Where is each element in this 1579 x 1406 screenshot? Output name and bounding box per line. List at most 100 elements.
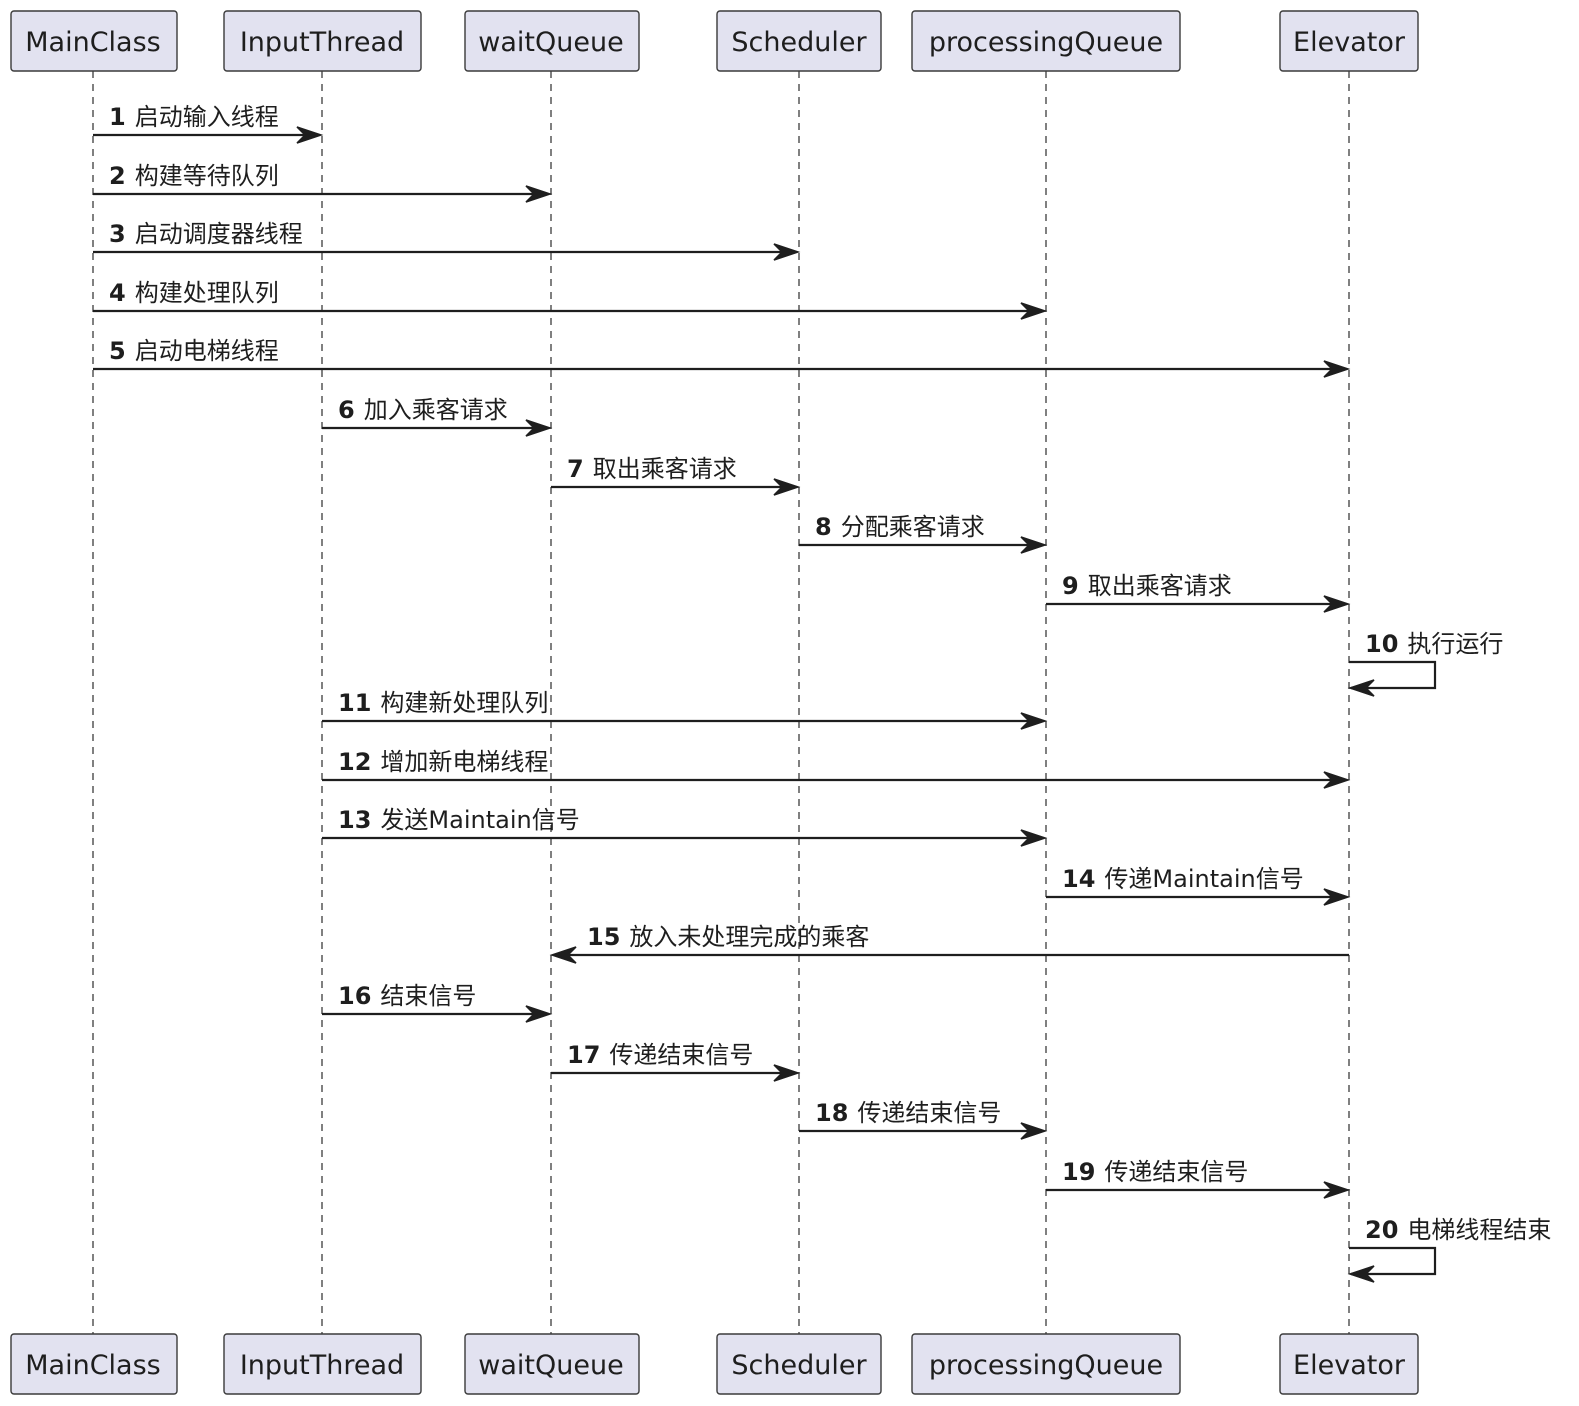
message-label: 发送Maintain信号 <box>380 806 579 834</box>
participant-box <box>10 10 178 72</box>
participant-box <box>464 1333 640 1395</box>
message-11: 11 构建新处理队列 <box>322 689 1048 730</box>
message-13: 13 发送Maintain信号 <box>322 806 1048 847</box>
message-number: 17 <box>567 1041 600 1069</box>
message-number: 3 <box>109 220 126 248</box>
participant-label: waitQueue <box>478 27 623 58</box>
participant-Elevator-bottom: Elevator <box>1279 1333 1419 1395</box>
participant-Scheduler-top: Scheduler <box>716 10 882 72</box>
message-number: 2 <box>109 162 126 190</box>
arrow-head <box>1323 888 1351 906</box>
participant-label: InputThread <box>240 27 404 58</box>
message-label: 结束信号 <box>380 982 476 1010</box>
participant-waitQueue-bottom: waitQueue <box>464 1333 640 1395</box>
message-label: 启动调度器线程 <box>135 220 303 248</box>
message-number: 20 <box>1365 1216 1398 1244</box>
message-number: 16 <box>338 982 371 1010</box>
message-3: 3 启动调度器线程 <box>93 220 801 261</box>
message-number: 13 <box>338 806 371 834</box>
message-number: 1 <box>109 103 126 131</box>
message-16: 16 结束信号 <box>322 982 553 1023</box>
message-8: 8 分配乘客请求 <box>799 513 1048 554</box>
arrow-head <box>1347 679 1375 697</box>
message-number: 9 <box>1062 572 1079 600</box>
message-label: 取出乘客请求 <box>1088 572 1232 600</box>
message-text: 3 启动调度器线程 <box>109 220 303 248</box>
message-7: 7 取出乘客请求 <box>551 455 801 496</box>
participant-box <box>10 1333 178 1395</box>
participant-label: processingQueue <box>929 1350 1163 1381</box>
participant-box <box>223 1333 422 1395</box>
message-text: 16 结束信号 <box>338 982 476 1010</box>
participant-processingQueue-top: processingQueue <box>911 10 1181 72</box>
participant-box <box>1279 10 1419 72</box>
arrow-head <box>773 1064 801 1082</box>
message-text: 6 加入乘客请求 <box>338 396 508 424</box>
arrow-head <box>1323 771 1351 789</box>
message-text: 17 传递结束信号 <box>567 1041 753 1069</box>
message-label: 分配乘客请求 <box>841 513 985 541</box>
message-label: 取出乘客请求 <box>593 455 737 483</box>
participant-label: InputThread <box>240 1350 404 1381</box>
message-text: 11 构建新处理队列 <box>338 689 548 717</box>
participant-processingQueue-bottom: processingQueue <box>911 1333 1181 1395</box>
arrow-head <box>1347 1265 1375 1283</box>
message-6: 6 加入乘客请求 <box>322 396 553 437</box>
message-label: 加入乘客请求 <box>364 396 508 424</box>
message-label: 传递Maintain信号 <box>1104 865 1303 893</box>
participant-Elevator-top: Elevator <box>1279 10 1419 72</box>
message-number: 11 <box>338 689 371 717</box>
participant-MainClass-top: MainClass <box>10 10 178 72</box>
message-text: 2 构建等待队列 <box>109 162 279 190</box>
participant-label: waitQueue <box>478 1350 623 1381</box>
participant-InputThread-bottom: InputThread <box>223 1333 422 1395</box>
message-label: 执行运行 <box>1407 630 1503 658</box>
arrow-head <box>1020 829 1048 847</box>
message-text: 7 取出乘客请求 <box>567 455 737 483</box>
message-number: 19 <box>1062 1158 1095 1186</box>
arrow-head <box>1323 595 1351 613</box>
self-arrow-line <box>1349 660 1437 690</box>
participant-box <box>911 1333 1181 1395</box>
participant-label: MainClass <box>25 27 161 58</box>
arrow-head <box>525 185 553 203</box>
participant-label: MainClass <box>25 1350 161 1381</box>
participant-MainClass-bottom: MainClass <box>10 1333 178 1395</box>
arrow-head <box>525 419 553 437</box>
message-number: 7 <box>567 455 584 483</box>
message-label: 构建等待队列 <box>135 162 279 190</box>
participant-box <box>911 10 1181 72</box>
participant-Scheduler-bottom: Scheduler <box>716 1333 882 1395</box>
arrow-head <box>1020 1122 1048 1140</box>
participant-box <box>464 10 640 72</box>
message-label: 构建新处理队列 <box>380 689 548 717</box>
message-text: 9 取出乘客请求 <box>1062 572 1232 600</box>
arrow-head <box>1020 712 1048 730</box>
arrow-head <box>1323 360 1351 378</box>
message-number: 12 <box>338 748 371 776</box>
message-label: 传递结束信号 <box>609 1041 753 1069</box>
arrow-head <box>1020 302 1048 320</box>
message-number: 8 <box>815 513 832 541</box>
message-17: 17 传递结束信号 <box>551 1041 801 1082</box>
participant-waitQueue-top: waitQueue <box>464 10 640 72</box>
arrow-head <box>549 946 577 964</box>
message-number: 6 <box>338 396 355 424</box>
arrow-head <box>1020 536 1048 554</box>
message-9: 9 取出乘客请求 <box>1046 572 1351 613</box>
